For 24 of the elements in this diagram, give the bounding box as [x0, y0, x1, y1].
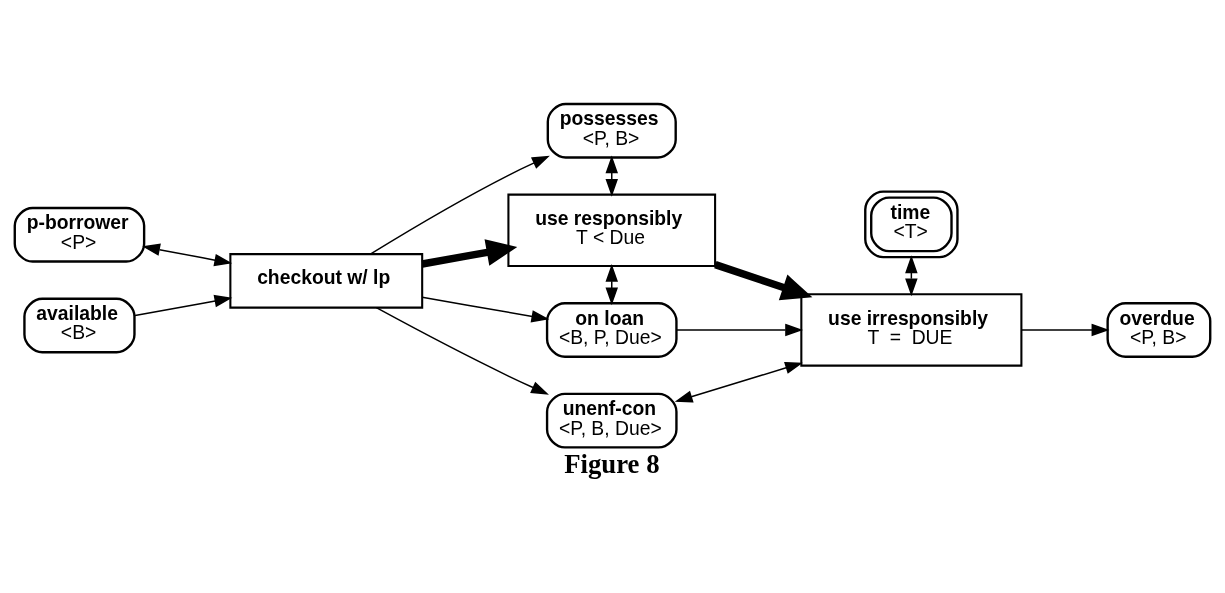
arrow [605, 155, 618, 197]
arrow [134, 294, 233, 317]
arrow [1020, 323, 1110, 337]
arrow [142, 243, 233, 267]
node-box: on loan <B, P, Due> [545, 302, 678, 358]
arrow [905, 255, 918, 297]
arrow [370, 155, 550, 255]
arrow [421, 239, 518, 268]
arrow [375, 306, 549, 395]
node-box: use responsibly T < Due [507, 193, 717, 268]
node-box: overdue <P, B> [1106, 302, 1212, 358]
arrow [676, 323, 804, 337]
node-box: time <T> [864, 190, 959, 259]
arrow [605, 263, 618, 306]
node-box: use irresponsibly T = DUE [800, 293, 1023, 367]
node-box: available <B> [23, 297, 136, 354]
node-box: unenf-con <P, B, Due> [545, 392, 678, 449]
arrow [714, 261, 813, 301]
node-box: possesses <P, B> [546, 102, 677, 159]
node-box: p-borrower <P> [13, 206, 146, 263]
node-box: checkout w/ lp [229, 253, 424, 309]
caption: Figure 8 [564, 449, 660, 480]
arrow [421, 296, 550, 323]
arrow [674, 361, 803, 403]
